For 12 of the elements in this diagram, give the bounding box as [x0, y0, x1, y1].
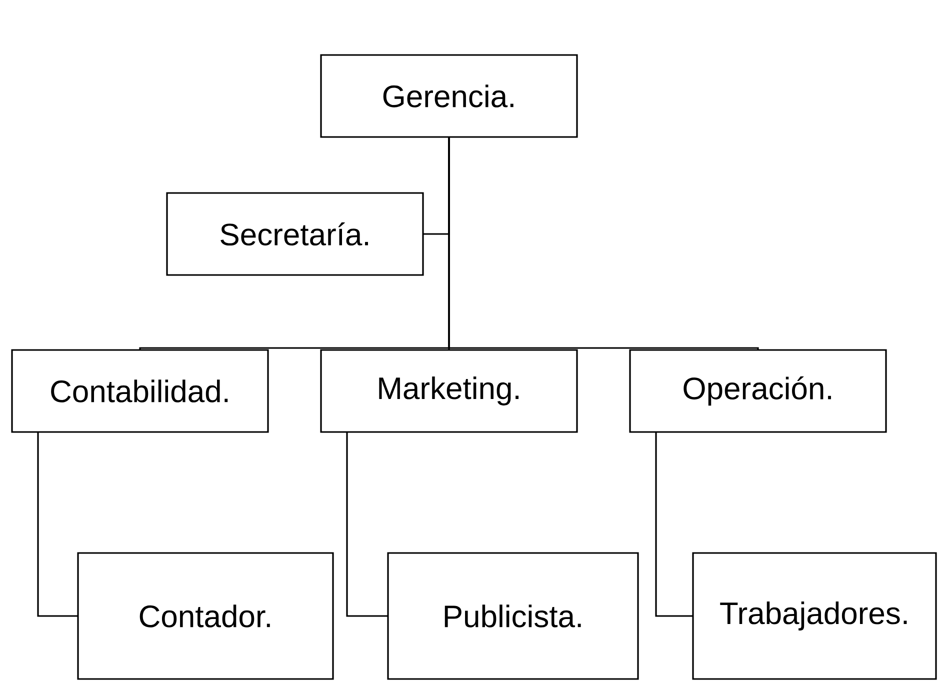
org-box: Contabilidad.: [11, 349, 269, 433]
org-box: Marketing.: [320, 349, 578, 433]
org-box: Publicista.: [387, 552, 639, 680]
connector-line: [448, 137, 759, 351]
connector-line: [346, 432, 388, 617]
org-box: Gerencia.: [320, 54, 578, 138]
org-box: Secretaría.: [166, 192, 424, 276]
connector-line: [655, 432, 693, 617]
org-box: Contador.: [77, 552, 334, 680]
org-box: Operación.: [629, 349, 887, 433]
connector-line: [37, 432, 78, 617]
org-box: Trabajadores.: [692, 552, 937, 680]
